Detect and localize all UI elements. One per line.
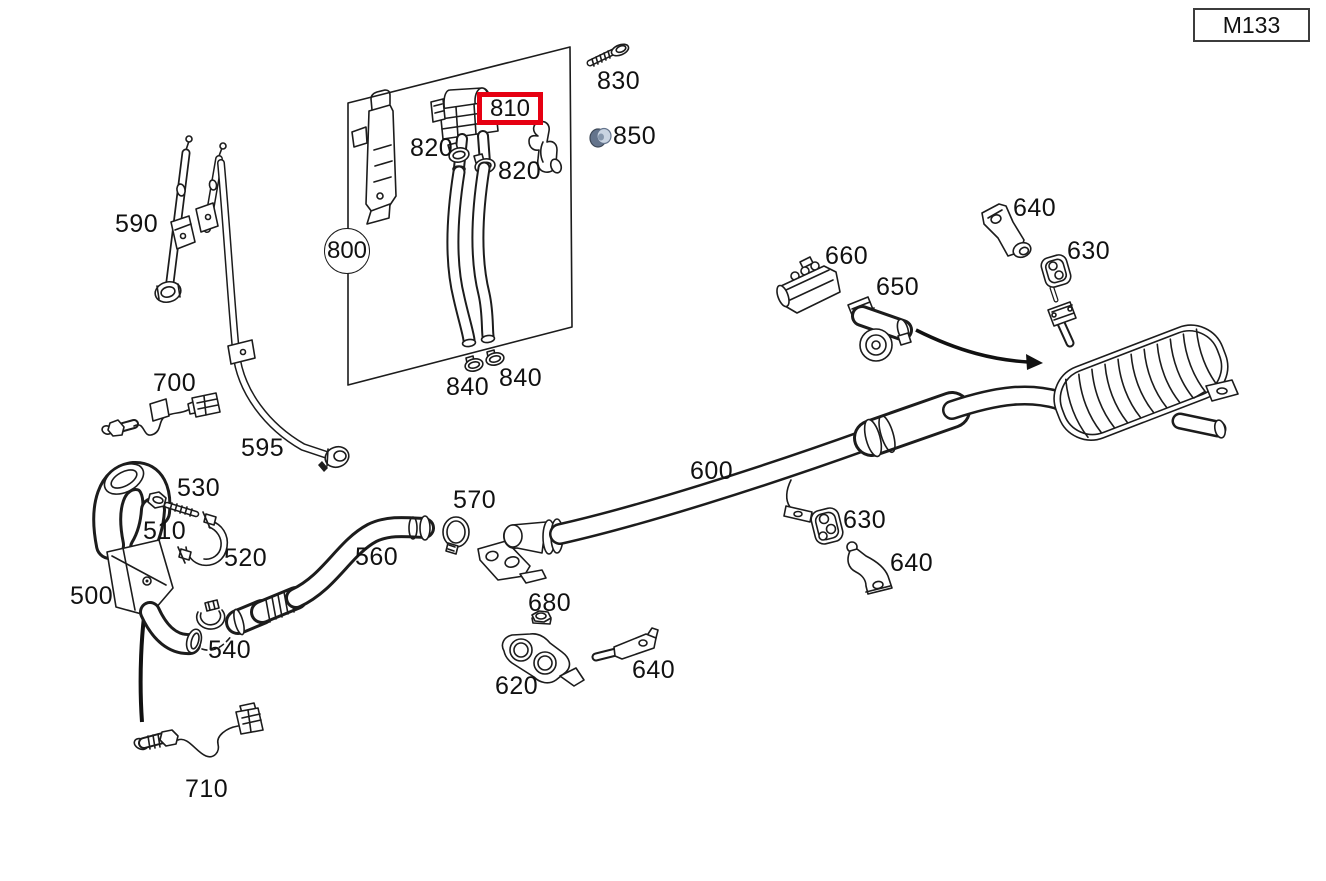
part-700-oxygen-sensor [101, 392, 221, 437]
callout-530[interactable]: 530 [177, 474, 221, 502]
callout-830[interactable]: 830 [597, 67, 641, 95]
model-code-text: M133 [1222, 11, 1281, 38]
part-850-grommet [589, 127, 612, 148]
part-620-bracket [501, 633, 585, 687]
callout-570[interactable]: 570 [453, 486, 497, 514]
callout-590[interactable]: 590 [115, 210, 159, 238]
part-530-bolt [147, 491, 200, 518]
callout-595[interactable]: 595 [241, 434, 285, 462]
part-rear-muffler [1047, 285, 1239, 441]
callout-660[interactable]: 660 [825, 242, 869, 270]
callout-840-a[interactable]: 840 [446, 373, 490, 401]
part-800-hook-bracket [528, 120, 563, 174]
part-840-clamp [464, 355, 484, 373]
part-540-clamp [195, 599, 226, 630]
part-830-bolt [586, 43, 630, 67]
callout-810-text: 810 [489, 94, 531, 122]
part-800-mounting-bracket [351, 89, 397, 225]
callout-820-b[interactable]: 820 [498, 157, 542, 185]
callout-800-group[interactable]: 800 [324, 228, 370, 274]
callout-710[interactable]: 710 [185, 775, 229, 803]
part-680-nut [531, 610, 552, 625]
part-630-hanger [810, 507, 844, 545]
part-600-center-pipe [477, 385, 1098, 584]
callout-540[interactable]: 540 [208, 636, 252, 664]
part-710-oxygen-sensor [133, 702, 264, 758]
part-640-bracket [591, 627, 659, 662]
part-650-valve [847, 296, 913, 362]
part-800-hoses [446, 161, 496, 348]
callout-810-selected[interactable]: 810 [477, 92, 543, 125]
callout-630-a[interactable]: 630 [843, 506, 887, 534]
callout-700[interactable]: 700 [153, 369, 197, 397]
callout-560[interactable]: 560 [355, 543, 399, 571]
callout-840-b[interactable]: 840 [499, 364, 543, 392]
callout-650[interactable]: 650 [876, 273, 920, 301]
part-595-pipe [217, 159, 350, 472]
part-640-bracket [981, 203, 1032, 259]
model-code-box: M133 [1193, 8, 1310, 42]
part-840-clamp [485, 349, 505, 367]
callout-500[interactable]: 500 [70, 582, 114, 610]
group-800-panel [347, 46, 573, 386]
callout-680[interactable]: 680 [528, 589, 572, 617]
callout-820-a[interactable]: 820 [410, 134, 454, 162]
callout-640-c[interactable]: 640 [1013, 194, 1057, 222]
part-570-clamp [442, 516, 470, 555]
arrow-to-muffler [915, 328, 1043, 370]
callout-640-a[interactable]: 640 [632, 656, 676, 684]
callout-520[interactable]: 520 [224, 544, 268, 572]
part-500-catalytic-converter [92, 461, 233, 655]
part-630-hanger [1040, 254, 1072, 288]
part-590-sensors [154, 135, 227, 304]
callout-630-b[interactable]: 630 [1067, 237, 1111, 265]
part-640-bracket [846, 541, 893, 595]
callout-640-b[interactable]: 640 [890, 549, 934, 577]
part-560-pipe [225, 515, 435, 636]
callout-510[interactable]: 510 [143, 517, 187, 545]
callout-850[interactable]: 850 [613, 122, 657, 150]
part-660-actuator [776, 256, 841, 314]
part-520-clamp [177, 511, 229, 567]
part-820-clamp [447, 142, 470, 163]
callout-620[interactable]: 620 [495, 672, 539, 700]
callout-600[interactable]: 600 [690, 457, 734, 485]
